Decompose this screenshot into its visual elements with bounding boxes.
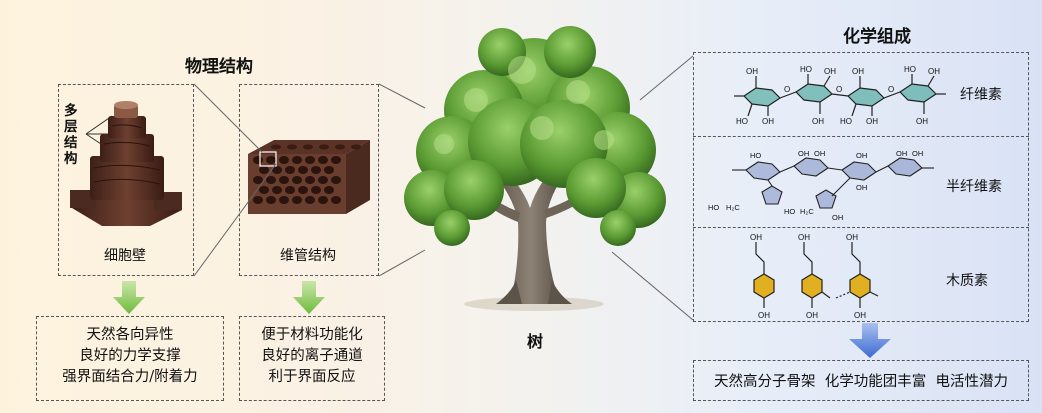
lignin-structure: OH OH OH OH OH OH [750, 233, 879, 320]
property-item: 利于界面反应 [268, 369, 356, 385]
svg-text:HO: HO [904, 65, 916, 74]
tree-illustration [404, 26, 666, 311]
cellulose-label: 纤维素 [960, 87, 1002, 103]
svg-text:OH: OH [928, 67, 940, 76]
svg-text:HO: HO [750, 151, 761, 160]
arrow-down-icon [113, 281, 145, 314]
svg-text:OH: OH [762, 117, 774, 126]
multilayer-label: 多 层 结 构 [64, 103, 78, 167]
cell-wall-properties-box [36, 316, 224, 401]
svg-text:OH: OH [912, 149, 923, 158]
divider [693, 227, 1029, 228]
svg-text:OH: OH [758, 311, 770, 320]
property-item: 良好的离子通道 [261, 348, 363, 364]
cell-wall-panel [58, 84, 194, 276]
tree-label: 树 [527, 332, 544, 351]
svg-text:O: O [784, 85, 790, 94]
svg-text:OH: OH [812, 117, 824, 126]
hemicellulose-structure: HO OH OH OH OH OH HO H₂C HO H₂C OH OH [708, 149, 934, 222]
vessel-label: 维管结构 [280, 248, 336, 264]
svg-text:OH: OH [896, 149, 907, 158]
property-item: 天然各向异性 [86, 327, 174, 343]
svg-text:H₂C: H₂C [726, 203, 740, 212]
svg-text:O: O [836, 85, 842, 94]
svg-text:OH: OH [824, 67, 836, 76]
svg-text:OH: OH [916, 117, 928, 126]
svg-text:OH: OH [854, 311, 866, 320]
svg-text:HO: HO [840, 117, 852, 126]
svg-text:OH: OH [798, 233, 810, 242]
divider [693, 136, 1029, 137]
hemicellulose-label: 半纤维素 [946, 179, 1002, 195]
chemical-summary: 天然高分子骨架 化学功能团丰富 电活性潜力 [714, 374, 1008, 390]
svg-text:O: O [888, 85, 894, 94]
svg-text:OH: OH [832, 213, 843, 222]
svg-text:OH: OH [866, 117, 878, 126]
svg-text:OH: OH [750, 233, 762, 242]
vessel-panel [239, 84, 379, 276]
vessel-properties-box [239, 316, 385, 401]
svg-text:HO: HO [736, 117, 748, 126]
svg-text:HO: HO [784, 207, 795, 216]
svg-text:OH: OH [846, 233, 858, 242]
svg-text:HO: HO [708, 203, 719, 212]
cell-wall-label: 细胞壁 [104, 248, 146, 264]
arrow-down-icon [849, 323, 891, 358]
vessel-properties: 便于材料功能化 良好的离子通道 利于界面反应 [239, 325, 385, 388]
svg-text:OH: OH [856, 151, 867, 160]
property-item: 强界面结合力/附着力 [62, 369, 198, 385]
svg-text:OH: OH [806, 311, 818, 320]
cellulose-structure: OH HO OH HO OH OH OH HO OH HO OH OH O O O [734, 65, 946, 126]
property-item: 良好的力学支撑 [79, 348, 181, 364]
svg-text:OH: OH [856, 183, 867, 192]
lignin-label: 木质素 [946, 273, 988, 289]
svg-text:H₂C: H₂C [800, 207, 814, 216]
cell-wall-illustration [70, 101, 182, 226]
svg-text:OH: OH [746, 67, 758, 76]
property-item: 便于材料功能化 [261, 327, 363, 343]
cell-wall-properties: 天然各向异性 良好的力学支撑 强界面结合力/附着力 [36, 325, 224, 388]
svg-text:HO: HO [800, 65, 812, 74]
chemical-composition-title: 化学组成 [843, 27, 911, 47]
chemical-summary-box [693, 360, 1029, 401]
svg-text:OH: OH [852, 67, 864, 76]
chemical-panel [693, 52, 1029, 322]
svg-text:OH: OH [814, 149, 825, 158]
physical-structure-title: 物理结构 [185, 57, 253, 77]
svg-text:OH: OH [798, 149, 809, 158]
arrow-down-icon [293, 281, 325, 314]
